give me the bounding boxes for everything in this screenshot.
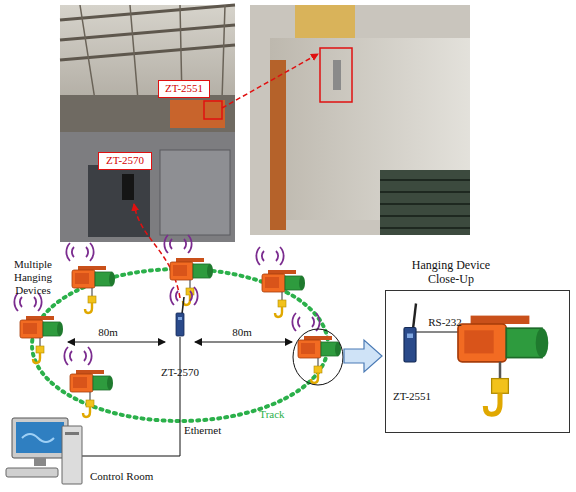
machine-part [170,100,225,128]
wifi-symbol [64,347,91,365]
node-text: Hanging Device Close-Up [401,258,501,286]
hoist-symbol [262,270,305,317]
grating-bar [380,180,470,228]
hoist-symbol [20,316,63,363]
device-tag: ZT-2551 [158,80,210,98]
device-tag: ZT-2570 [98,152,152,170]
photo-right [250,5,470,235]
screen-graphic [22,434,54,442]
port-label: RS-232 [420,316,470,329]
photo-device [333,60,341,90]
wifi-symbol [164,235,191,253]
beam [295,5,355,40]
cabinet-door [160,150,230,235]
pointer-arrow [134,204,180,298]
group-label: Multiple Hanging Devices [0,258,66,297]
distance-label: 80m [222,326,262,339]
link-label: Ethernet [184,424,244,437]
zoom-arrow [344,340,382,372]
distance-arrow [195,341,292,342]
rust-edge [270,60,286,230]
highlight-box [204,101,222,119]
screen [16,422,64,453]
ceiling-column [80,5,225,100]
device-symbol [404,304,416,363]
device-label: ZT-2551 [386,390,438,403]
photo-device [122,174,134,200]
closeup-box: Hanging Device Close-Up [385,290,570,433]
node-text: ZT-2551 [159,81,209,95]
wifi-symbol [66,243,93,261]
hoist-symbol [72,266,115,313]
highlight-box [320,48,352,102]
hoist-symbol [298,336,341,383]
ethernet-wire [82,337,180,456]
hoist-symbol [458,316,548,415]
monitor [12,418,68,458]
monitor-stand [34,458,46,466]
cabinet-interior [88,165,150,237]
track-label: Track [250,408,294,421]
pointer-arrow [222,54,318,108]
hoist-group [14,235,341,417]
wifi-symbol [292,313,319,331]
hoist-symbol [170,258,213,305]
machine-top [60,95,235,135]
room-label: Control Room [90,470,180,483]
computer-symbol [6,418,82,484]
node-text: ZT-2570 [99,153,151,167]
wifi-symbol [256,247,283,265]
cabinet [60,132,235,242]
device-symbol [176,297,184,336]
distance-arrow [68,341,165,342]
photo-left [60,5,235,242]
photo-background [60,5,235,242]
distance-label: 80m [88,326,128,339]
highlight-circle [293,329,343,385]
photo-background [250,5,470,235]
keyboard [6,468,58,477]
floor-grating [380,170,470,235]
hoist-symbol [70,370,113,417]
tower [62,426,82,484]
drive-bay [65,432,79,435]
device-label: ZT-2570 [148,366,212,379]
ceiling-beam [60,5,235,60]
